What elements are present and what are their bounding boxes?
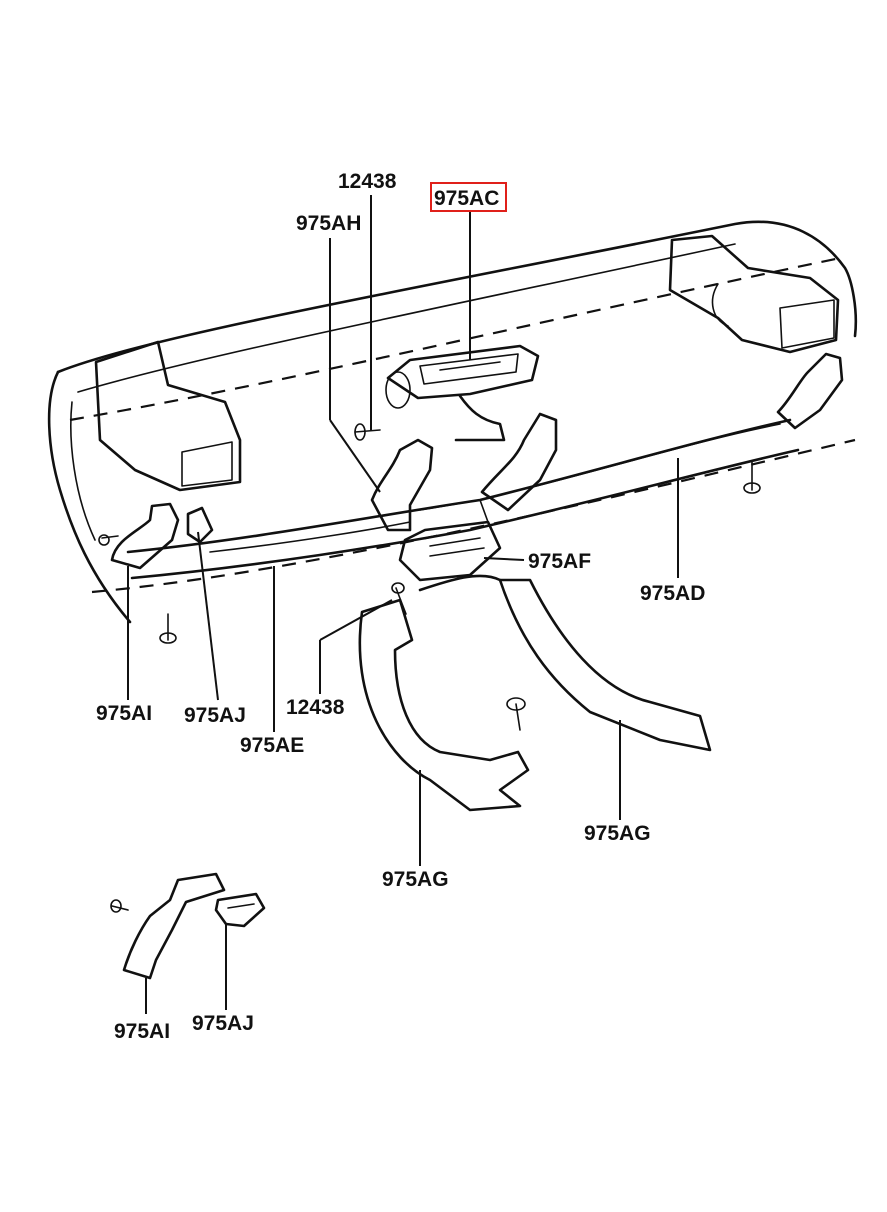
floor-duct-right — [418, 574, 712, 752]
center-junction-975af — [398, 499, 502, 582]
label-975ai-inset: 975AI — [114, 1020, 170, 1043]
inset-detail — [110, 872, 266, 980]
label-975aj-main: 975AJ — [184, 704, 246, 727]
highlight-box — [430, 182, 507, 212]
floor-duct-left — [358, 598, 530, 812]
main-duct — [126, 418, 800, 580]
label-975ad: 975AD — [640, 582, 705, 605]
label-12438-mid: 12438 — [286, 696, 345, 719]
part-labels: 12438 975AC 975AH 975AF 975AD 975AI 975A… — [96, 170, 705, 1043]
label-975aj-inset: 975AJ — [192, 1012, 254, 1035]
label-975ae: 975AE — [240, 734, 304, 757]
label-975af: 975AF — [528, 550, 591, 573]
screws — [159, 423, 761, 731]
label-975ag-center: 975AG — [382, 868, 449, 891]
label-975ai-main: 975AI — [96, 702, 152, 725]
left-side-vent — [98, 502, 214, 570]
center-vent-975ac — [385, 344, 540, 442]
label-12438-top: 12438 — [338, 170, 397, 193]
label-975ac: 975AC — [434, 187, 499, 210]
right-side-vent — [776, 352, 844, 430]
label-975ah: 975AH — [296, 212, 361, 235]
label-975ag-right: 975AG — [584, 822, 651, 845]
leader-lines — [127, 195, 679, 1014]
dashboard-panel — [47, 220, 858, 624]
